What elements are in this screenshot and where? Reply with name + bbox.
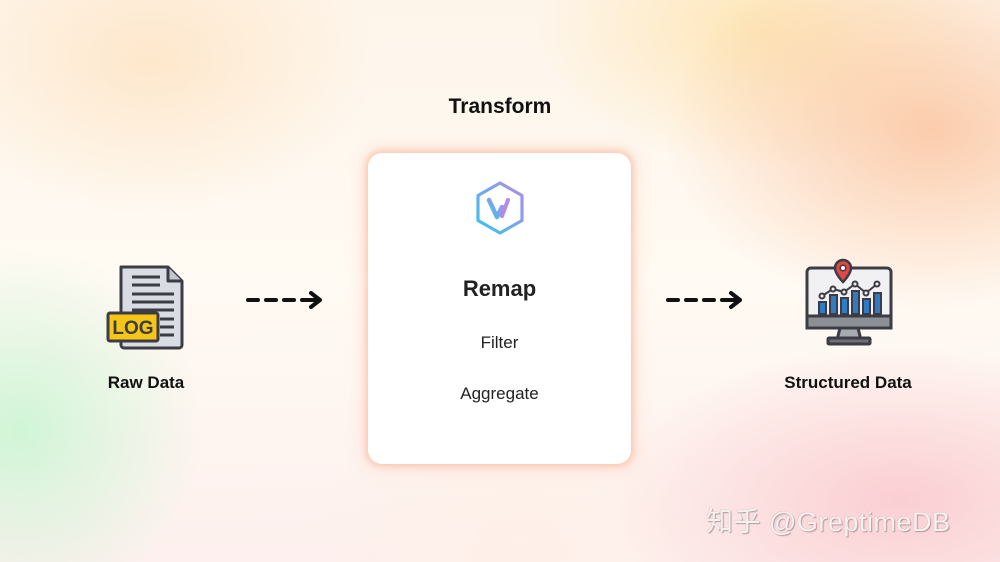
source-node-label: Raw Data — [107, 373, 185, 392]
dashed-arrow-icon — [666, 291, 742, 309]
log-badge-text: LOG — [112, 318, 153, 339]
monitor-chart-icon — [805, 258, 893, 346]
operation-aggregate: Aggregate — [460, 384, 539, 403]
operation-filter: Filter — [480, 333, 519, 352]
watermark: 知乎 @GreptimeDB — [706, 507, 951, 537]
operation-remap: Remap — [462, 276, 537, 301]
target-node-label: Structured Data — [784, 373, 912, 392]
dashed-arrow-icon — [246, 291, 322, 309]
log-file-icon: LOG — [106, 265, 184, 350]
diagram-title: Transform — [448, 95, 552, 118]
transform-card: Remap Filter Aggregate — [368, 153, 631, 464]
vector-hexagon-logo-icon — [476, 181, 524, 235]
